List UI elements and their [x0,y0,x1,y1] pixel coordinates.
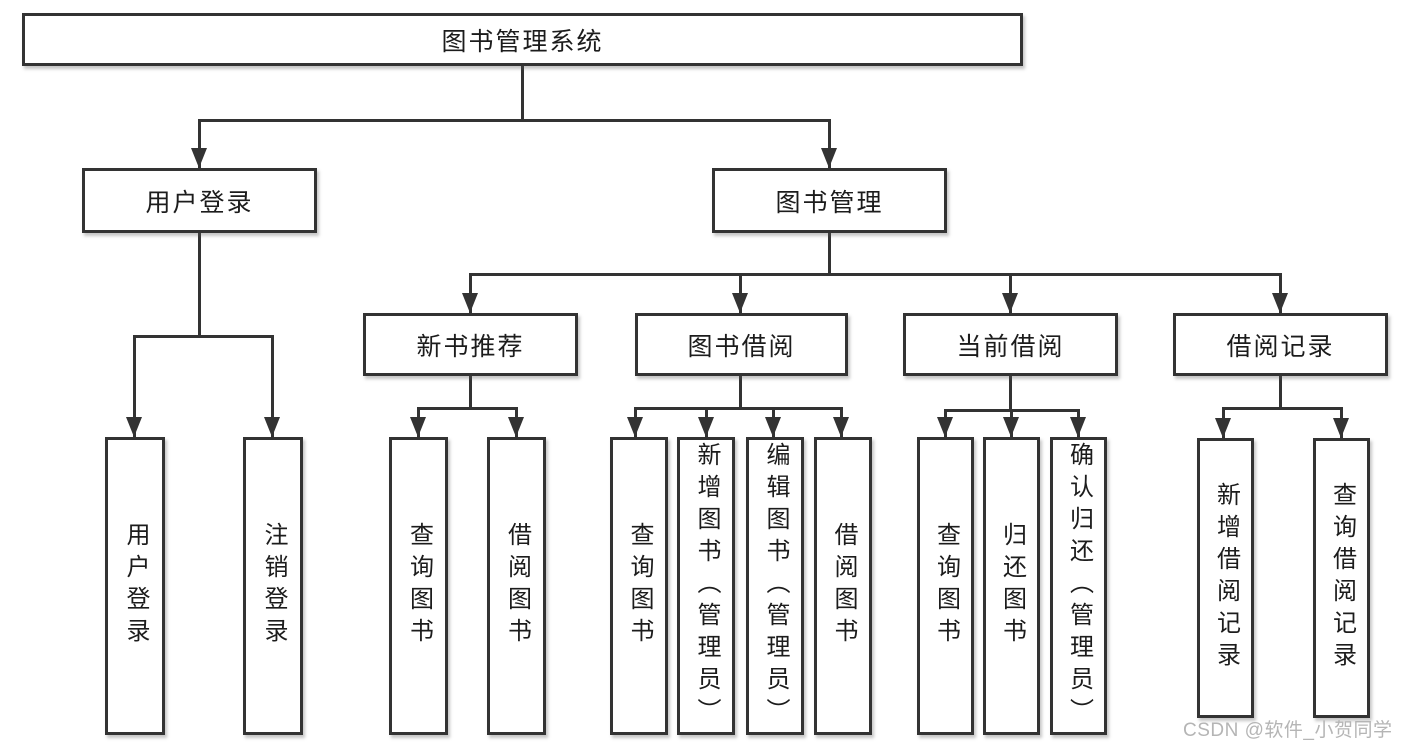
node-return-books: 归还图书 [983,437,1040,735]
arrowhead-icon [1272,293,1288,313]
node-user-login-action: 用户登录 [105,437,165,735]
arrowhead-icon [462,293,478,313]
connector-line [739,376,742,408]
arrowhead-icon [698,417,714,437]
node-add-books-admin: 新增图书（管理员） [677,437,735,735]
node-label: 新增图书（管理员） [693,442,720,730]
connector-line [133,335,136,437]
arrowhead-icon [732,293,748,313]
connector-line [271,335,274,437]
connector-line [1222,407,1343,410]
connector-line [1009,376,1012,409]
node-query-books-borrowing: 查询图书 [610,437,668,735]
node-confirm-return-admin: 确认归还（管理员） [1050,437,1107,735]
connector-line [521,66,524,119]
arrowhead-icon [821,148,837,168]
node-label: 查询图书 [932,522,960,650]
node-borrow-books-borrowing: 借阅图书 [814,437,872,735]
node-query-books-recommend: 查询图书 [389,437,448,735]
node-label: 编辑图书（管理员） [762,442,789,730]
connector-line [417,407,518,410]
arrowhead-icon [1002,293,1018,313]
connector-line [198,233,201,335]
connector-line [828,233,831,273]
node-label: 借阅图书 [830,522,857,650]
node-label: 查询借阅记录 [1328,482,1356,674]
arrowhead-icon [765,417,781,437]
connector-line [828,119,831,168]
connector-line [1279,376,1282,407]
arrowhead-icon [937,417,953,437]
arrowhead-icon [1003,417,1019,437]
node-query-books-current: 查询图书 [917,437,974,735]
node-label: 用户登录 [122,522,149,650]
arrowhead-icon [833,417,849,437]
arrowhead-icon [126,417,142,437]
arrowhead-icon [191,148,207,168]
node-label: 新增借阅记录 [1212,482,1240,674]
node-current-borrowing: 当前借阅 [903,313,1118,376]
node-user-login: 用户登录 [82,168,317,233]
node-borrow-books-recommend: 借阅图书 [487,437,546,735]
node-label: 归还图书 [998,522,1026,650]
node-edit-books-admin: 编辑图书（管理员） [746,437,804,735]
csdn-watermark: CSDN @软件_小贺同学 [1183,720,1393,741]
node-add-borrow-record: 新增借阅记录 [1197,438,1254,718]
arrowhead-icon [627,417,643,437]
arrowhead-icon [508,417,524,437]
node-book-borrowing: 图书借阅 [635,313,848,376]
node-label: 借阅图书 [503,522,531,650]
node-label: 注销登录 [260,522,287,650]
connector-line [469,376,472,408]
connector-line [634,407,843,410]
node-new-book-recommend: 新书推荐 [363,313,578,376]
arrowhead-icon [410,417,426,437]
node-logout: 注销登录 [243,437,303,735]
node-borrowing-records: 借阅记录 [1173,313,1388,376]
arrowhead-icon [1333,418,1349,438]
node-book-management: 图书管理 [712,168,947,233]
connector-line [198,119,831,122]
node-label: 查询图书 [626,522,653,650]
connector-line [198,119,201,168]
node-label: 确认归还（管理员） [1065,442,1093,730]
arrowhead-icon [1215,418,1231,438]
node-label: 查询图书 [405,522,433,650]
connector-line [469,273,1282,276]
node-query-borrow-record: 查询借阅记录 [1313,438,1370,718]
connector-line [133,335,274,338]
arrowhead-icon [1070,417,1086,437]
arrowhead-icon [264,417,280,437]
node-root: 图书管理系统 [22,13,1023,66]
